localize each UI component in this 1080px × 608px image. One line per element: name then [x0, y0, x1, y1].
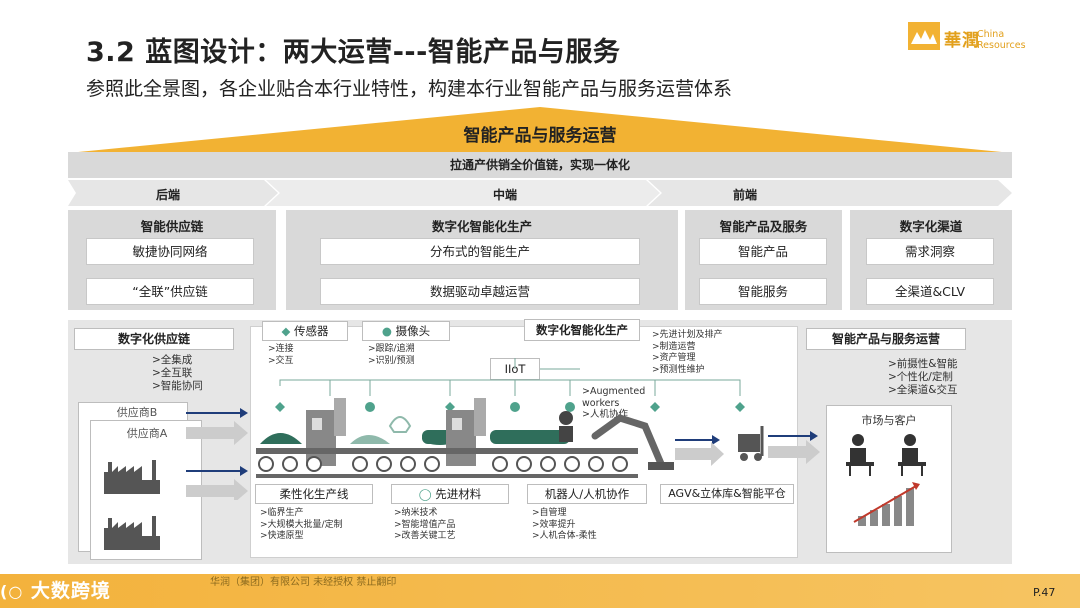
- robots-bullets: >自管理 >效率提升 >人机合体-柔性: [532, 508, 597, 541]
- copyright-text: 华润（集团）有限公司 未经授权 禁止翻印: [210, 577, 397, 588]
- digital-prod-bullets: >先进计划及排产 >制造运营 >资产管理 >预测性维护: [652, 330, 723, 375]
- watermark-logo-icon: (○: [0, 582, 24, 601]
- value-chain-band: [68, 152, 1012, 178]
- supplier-b-label: 供应商B: [116, 406, 158, 419]
- supply-arrows: [186, 408, 248, 500]
- roof-title: 智能产品与服务运营: [463, 126, 617, 146]
- camera-label: ● 摄像头: [362, 321, 450, 341]
- china-resources-logo-icon: [908, 22, 940, 50]
- supplier-a-label: 供应商A: [126, 427, 168, 440]
- customers-icon: [846, 434, 926, 526]
- panel-item: “全联”供应链: [86, 278, 254, 305]
- value-chain-text: 拉通产供销全价值链，实现一体化: [449, 158, 630, 172]
- panel-digital-channels-title: 数字化渠道: [899, 219, 963, 234]
- panel-digital-channels: 数字化渠道 需求洞察 全渠道&CLV: [850, 210, 1012, 310]
- stage-front: 前端: [732, 188, 757, 202]
- panel-smart-supply: 智能供应链 敏捷协同网络 “全联”供应链: [68, 210, 276, 310]
- diamond-icon: ◆: [281, 324, 291, 338]
- page-number: P.47: [1033, 586, 1056, 599]
- roof-triangle: [68, 107, 1012, 153]
- panel-digital-production: 数字化智能化生产 分布式的智能生产 数据驱动卓越运营: [286, 210, 678, 310]
- watermark: (○ 大数跨境: [0, 580, 111, 602]
- panel-item: 数据驱动卓越运营: [320, 278, 640, 305]
- factory-icon: [104, 460, 160, 550]
- panel-item: 分布式的智能生产: [320, 238, 640, 265]
- camera-bullets: >跟踪/追溯 >识别/预测: [368, 344, 415, 366]
- page-subtitle: 参照此全景图，各企业贴合本行业特性，构建本行业智能产品与服务运营体系: [86, 78, 733, 100]
- logo-chinese: 華潤: [944, 31, 980, 51]
- footer-bar: [0, 574, 1080, 608]
- augmented-workers: >Augmented workers >人机协作: [582, 386, 646, 420]
- market-card: [826, 405, 952, 553]
- stage-middle: 中端: [492, 188, 517, 202]
- circle-outline-icon: ◯: [418, 487, 432, 501]
- panel-item: 需求洞察: [866, 238, 994, 265]
- digital-supply-bullets: >全集成 >全互联 >智能协同: [152, 354, 203, 392]
- stage-arrows: [68, 180, 1012, 206]
- sensor-label: ◆ 传感器: [262, 321, 348, 341]
- production-line-drawing: [256, 358, 764, 478]
- page-title: 3.2 蓝图设计：两大运营---智能产品与服务: [86, 37, 621, 68]
- sensor-bullets: >连接 >交互: [268, 344, 294, 366]
- materials-label: ◯ 先进材料: [391, 484, 509, 504]
- market-arrows: [768, 431, 820, 464]
- flex-line-label: 柔性化生产线: [255, 484, 373, 504]
- circle-icon: ●: [381, 324, 392, 338]
- panel-smart-products-title: 智能产品及服务: [719, 219, 808, 234]
- market-label: 市场与客户: [861, 414, 917, 427]
- ops-bullets: >前摄性&智能 >个性化/定制 >全渠道&交互: [888, 358, 958, 396]
- ops-title: 智能产品与服务运营: [806, 328, 966, 350]
- digital-prod-title: 数字化智能化生产: [524, 319, 640, 341]
- panel-item: 全渠道&CLV: [866, 278, 994, 305]
- logo-english: China Resources: [977, 29, 1026, 51]
- panel-item: 智能服务: [699, 278, 827, 305]
- panel-digital-production-title: 数字化智能化生产: [431, 219, 532, 234]
- digital-supply-title: 数字化供应链: [74, 328, 234, 350]
- agv-label: AGV&立体库&智能平仓: [660, 484, 794, 504]
- panel-item: 智能产品: [699, 238, 827, 265]
- stage-back: 后端: [155, 188, 180, 202]
- flex-line-bullets: >临界生产 >大规模大批量/定制 >快速原型: [260, 508, 343, 541]
- panel-smart-products: 智能产品及服务 智能产品 智能服务: [685, 210, 842, 310]
- materials-bullets: >纳米技术 >智能增值产品 >改善关键工艺: [394, 508, 456, 541]
- robots-label: 机器人/人机协作: [527, 484, 647, 504]
- panel-item: 敏捷协同网络: [86, 238, 254, 265]
- panel-smart-supply-title: 智能供应链: [140, 219, 204, 234]
